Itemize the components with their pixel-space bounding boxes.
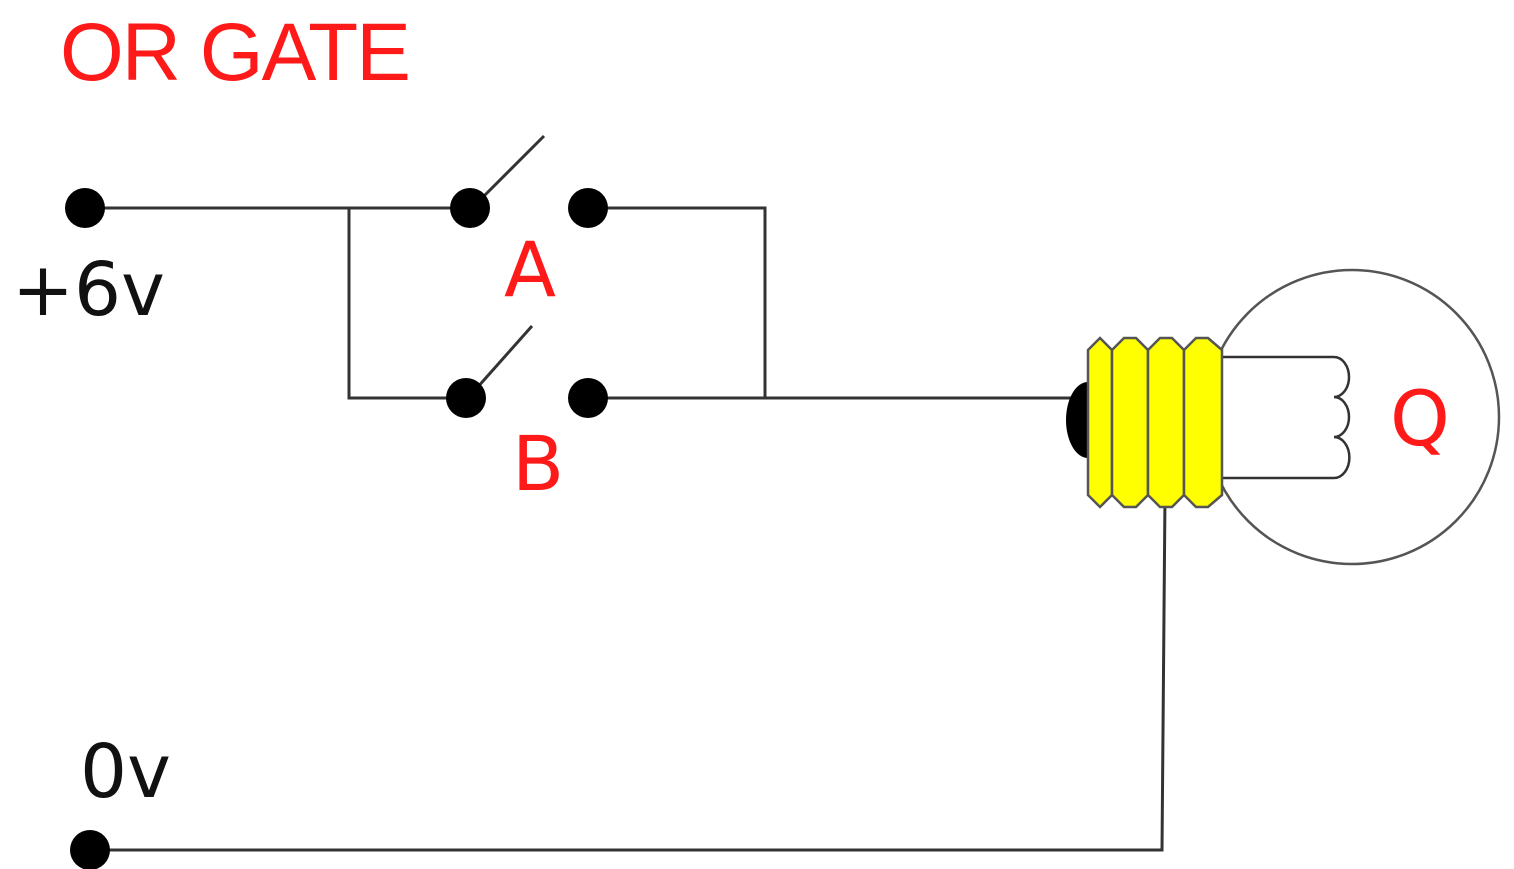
wire-a-output [588,206,767,398]
output-label: Q [1390,374,1450,463]
terminal-positive [65,188,105,228]
bulb [1066,268,1501,566]
supply-positive-label: +6v [12,247,165,333]
bulb-glass [1203,268,1501,566]
switch-b-right-contact [568,378,608,418]
wire-branch-to-b [347,208,466,400]
switch-b-label: B [512,419,564,508]
switch-a-lever [478,134,546,202]
wires [85,206,1167,852]
bulb-base [1086,336,1224,509]
wire-bulb-to-ground [90,494,1167,852]
terminals [65,188,608,869]
switch-b-lever [474,325,534,390]
switch-a-right-contact [568,188,608,228]
switch-b-left-contact [446,378,486,418]
bulb-filament [1222,355,1351,480]
supply-zero-label: 0v [80,729,171,815]
diagram-title: OR GATE [60,7,409,98]
terminal-zero [70,830,110,869]
switch-a-left-contact [450,188,490,228]
switch-a-label: A [504,225,556,314]
